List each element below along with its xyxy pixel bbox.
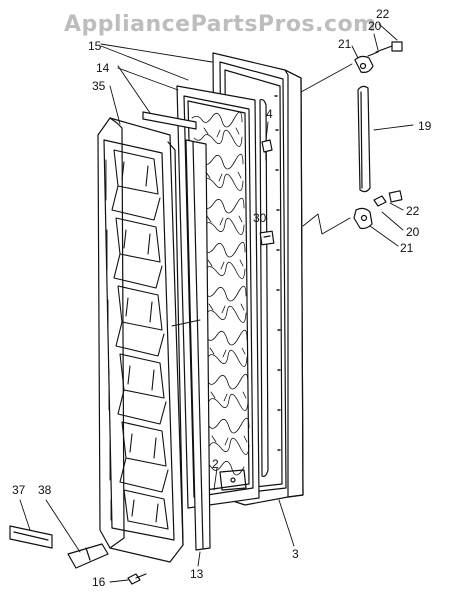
gasket-strip: [142, 111, 211, 551]
door-handle: [357, 85, 371, 193]
callout-14: 14: [96, 61, 110, 75]
clip-part-38: [67, 543, 109, 569]
callout-22-bottom: 22: [406, 204, 420, 218]
callout-37: 37: [12, 483, 26, 497]
bracket-item-30: [259, 230, 275, 246]
callout-3: 3: [292, 547, 299, 561]
door-liner: [97, 117, 184, 563]
watermark-text: AppliancePartsPros.com: [64, 12, 377, 37]
callout-4: 4: [266, 107, 273, 121]
callout-20-bottom: 20: [406, 225, 420, 239]
callout-30: 30: [253, 211, 267, 225]
callout-15: 15: [88, 39, 102, 53]
callout-21-top: 21: [338, 37, 352, 51]
callout-21-bottom: 21: [400, 241, 414, 255]
callout-22-top: 22: [376, 7, 390, 21]
leader-lines: [19, 23, 414, 583]
callout-20-top: 20: [368, 19, 382, 33]
trim-piece-37: [9, 525, 53, 549]
hinge-parts-bottom: [353, 190, 403, 230]
hinge-parts-top: [354, 41, 403, 73]
callout-2: 2: [212, 457, 219, 471]
screw-item-4: [261, 139, 273, 161]
callout-19: 19: [418, 119, 432, 133]
callout-13: 13: [190, 567, 204, 581]
callout-35: 35: [92, 79, 106, 93]
callout-38: 38: [38, 483, 52, 497]
screw-16: [127, 573, 147, 585]
callout-16: 16: [92, 575, 106, 589]
